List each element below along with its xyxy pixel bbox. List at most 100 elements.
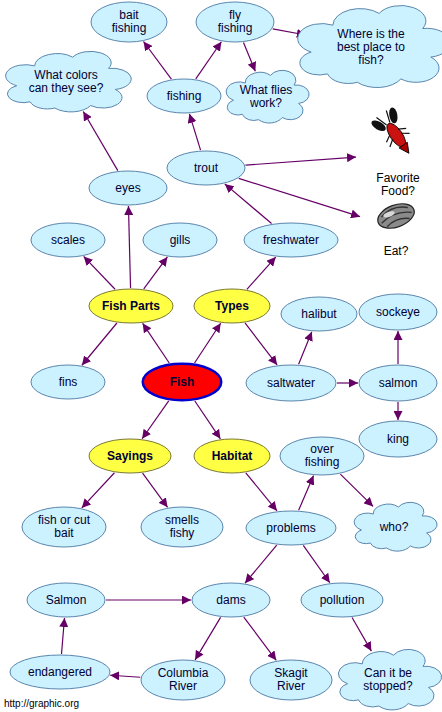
mussel-ridges [378, 203, 413, 228]
connector-arrow [142, 401, 169, 439]
node-label: Favorite Food? [370, 172, 426, 200]
connector-arrow [337, 382, 358, 383]
topic-ellipse: saltwater [245, 364, 337, 402]
node-label: freshwater [263, 234, 319, 247]
category-ellipse: Habitat [193, 438, 271, 474]
ellipse-shape [192, 583, 270, 617]
ellipse-shape [281, 297, 357, 331]
ellipse-shape [250, 660, 332, 700]
ellipse-shape [143, 364, 222, 401]
connector-arrow [82, 323, 117, 365]
topic-ellipse: eyes [88, 170, 168, 206]
ellipse-shape [143, 223, 217, 257]
node-label: sockeye [376, 306, 420, 319]
node-label: Where is the best place to fish? [329, 28, 413, 67]
connector-arrow [244, 617, 276, 660]
connector-arrow [397, 331, 398, 364]
connector-arrow [239, 178, 360, 216]
node-label: problems [266, 522, 315, 535]
topic-ellipse: dams [191, 582, 271, 618]
connector-arrow [82, 473, 115, 508]
node-label: fly fishing [213, 9, 257, 35]
connector-arrow [340, 474, 373, 506]
ellipse-shape [244, 223, 338, 257]
topic-ellipse: salmon [358, 364, 438, 402]
node-label: saltwater [267, 377, 315, 390]
central-topic: Fish [141, 362, 223, 402]
node-label: Sayings [107, 450, 153, 463]
category-ellipse: Types [193, 288, 271, 324]
ellipse-shape [10, 655, 110, 689]
topic-ellipse: fish or cut bait [21, 506, 107, 548]
connector-arrow [83, 111, 118, 170]
ellipse-shape [89, 289, 173, 323]
topic-ellipse: endangered [9, 654, 111, 690]
ellipse-shape [22, 507, 106, 547]
node-label: Salmon [46, 594, 87, 607]
node-label: pollution [320, 594, 365, 607]
ellipse-shape [31, 365, 105, 399]
node-label: king [387, 433, 409, 446]
connector-arrow [61, 618, 64, 654]
ellipse-shape [89, 439, 171, 473]
category-ellipse: Fish Parts [88, 288, 174, 324]
mussel-body [374, 199, 417, 233]
topic-ellipse: halibut [280, 296, 358, 332]
node-label: gills [170, 234, 191, 247]
connector-arrow [303, 545, 330, 582]
node-label: Fish [170, 376, 195, 389]
node-label: endangered [28, 666, 92, 679]
ellipse-shape [31, 223, 105, 257]
ellipse-shape [141, 507, 223, 547]
node-label: Eat? [384, 245, 409, 260]
topic-ellipse: Salmon [26, 582, 106, 618]
node-label: fishing [167, 90, 202, 103]
question-cloud: What flies work? [229, 70, 303, 124]
connector-arrow [143, 323, 170, 363]
ellipse-shape [359, 365, 437, 401]
node-label: dams [216, 594, 245, 607]
lobster-tail [399, 142, 413, 156]
cloud-shape [6, 51, 132, 112]
ellipse-shape [246, 511, 336, 545]
node-label: halibut [301, 308, 336, 321]
question-cloud: Where is the best place to fish? [303, 5, 439, 89]
topic-ellipse: Skagit River [249, 659, 333, 701]
connector-arrow [352, 617, 371, 651]
connector-arrow [245, 323, 277, 365]
ellipse-shape [359, 421, 437, 457]
node-label: bait fishing [107, 9, 151, 35]
node-label: What colors can they see? [24, 69, 108, 95]
node-label: fish or cut bait [32, 514, 96, 540]
ellipse-shape [147, 79, 221, 113]
connector-arrow [110, 675, 140, 677]
ellipse-shape [194, 439, 270, 473]
watermark: http://graphic.org [4, 698, 79, 709]
question-cloud: What colors can they see? [10, 51, 122, 113]
connector-arrow [143, 473, 168, 507]
node-label: fins [59, 376, 78, 389]
connector-arrow [225, 184, 272, 224]
node-label: over fishing [297, 443, 347, 469]
node-label: smells fishy [157, 514, 207, 540]
node-label: Columbia River [151, 667, 215, 693]
ellipse-shape [246, 365, 336, 401]
connector-arrow [84, 256, 115, 289]
connector-arrow [246, 473, 277, 511]
lobster-claw [370, 118, 388, 133]
connector-arrow [299, 332, 312, 365]
ellipse-shape [194, 289, 270, 323]
node-label: Can it be stopped? [357, 667, 419, 693]
connector-arrow [189, 114, 200, 150]
connector-arrow [397, 402, 398, 420]
connector-arrow [247, 257, 276, 289]
node-label: salmon [379, 377, 418, 390]
node-label: trout [194, 162, 218, 175]
node-label: Types [215, 300, 249, 313]
topic-ellipse: fins [30, 364, 106, 400]
cloud-shape [354, 502, 437, 551]
ellipse-shape [196, 2, 274, 42]
cloud-shape [298, 6, 442, 88]
ellipse-shape [301, 583, 383, 617]
